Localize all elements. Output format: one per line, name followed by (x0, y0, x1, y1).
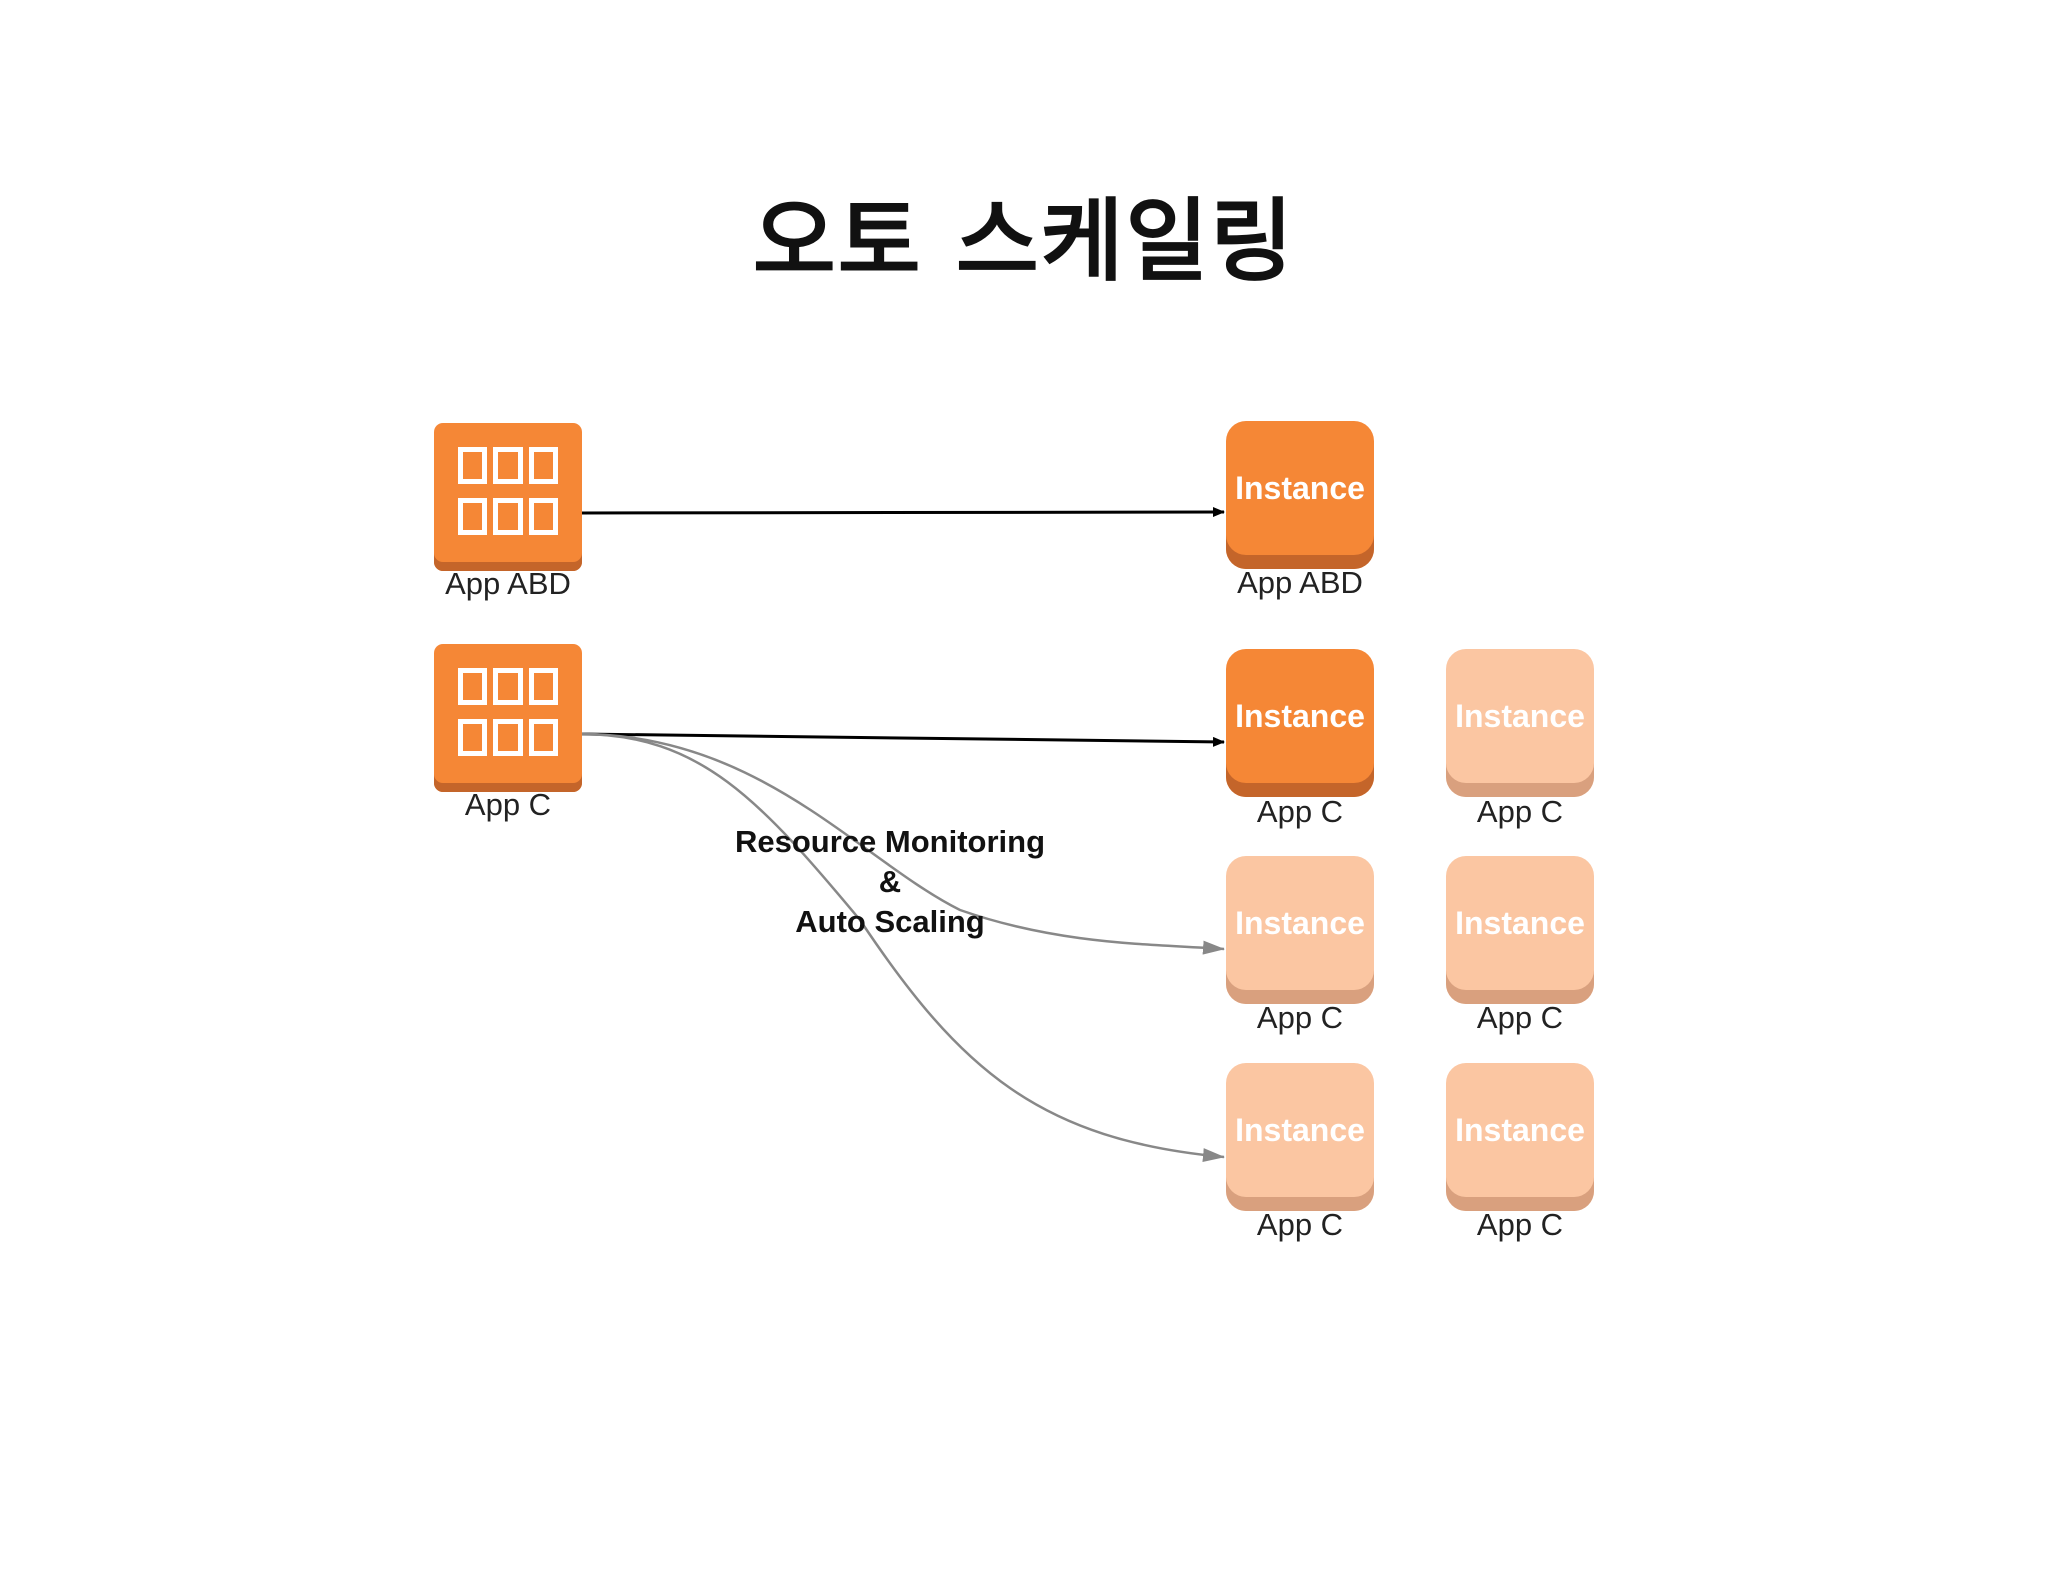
instance-app-abd: Instance (1226, 421, 1374, 569)
instance-app-c-2: Instance (1446, 649, 1594, 797)
arrow-c-to-instance-1 (579, 732, 1225, 747)
source-app-c (434, 644, 582, 792)
instance-label: App C (1476, 1207, 1564, 1242)
instance-text: Instance (1455, 904, 1585, 941)
instance-text: Instance (1235, 1111, 1365, 1148)
instance-text: Instance (1235, 697, 1365, 734)
instance-label: App C (1256, 1207, 1344, 1242)
instance-app-c-5: Instance (1226, 1063, 1374, 1211)
annotation-line: Auto Scaling (795, 904, 985, 939)
instance-app-c-4: Instance (1446, 856, 1594, 1004)
instance-app-c-3: Instance (1226, 856, 1374, 1004)
instance-label: App ABD (1237, 565, 1363, 600)
source-label: App ABD (445, 566, 571, 601)
instance-text: Instance (1455, 1111, 1585, 1148)
source-label: App C (464, 787, 552, 822)
auto-scaling-annotation: Resource Monitoring & Auto Scaling (680, 822, 1100, 942)
instance-label: App C (1256, 794, 1344, 829)
instance-label: App C (1256, 1000, 1344, 1035)
annotation-line: & (878, 864, 902, 899)
arrow-c-to-instance-2 (579, 732, 1225, 955)
instance-label: App C (1476, 794, 1564, 829)
source-app-abd (434, 423, 582, 571)
instance-app-c-6: Instance (1446, 1063, 1594, 1211)
instance-label: App C (1476, 1000, 1564, 1035)
arrow-abd-to-instance (579, 507, 1225, 518)
instance-text: Instance (1235, 469, 1365, 506)
app-container-icon (458, 668, 558, 756)
app-container-icon (458, 447, 558, 535)
annotation-line: Resource Monitoring (734, 824, 1045, 859)
instance-text: Instance (1235, 904, 1365, 941)
page-title: 오토 스케일링 (752, 189, 1296, 294)
arrow-c-to-instance-3 (579, 732, 1225, 1163)
instance-text: Instance (1455, 697, 1585, 734)
instance-app-c-1: Instance (1226, 649, 1374, 797)
